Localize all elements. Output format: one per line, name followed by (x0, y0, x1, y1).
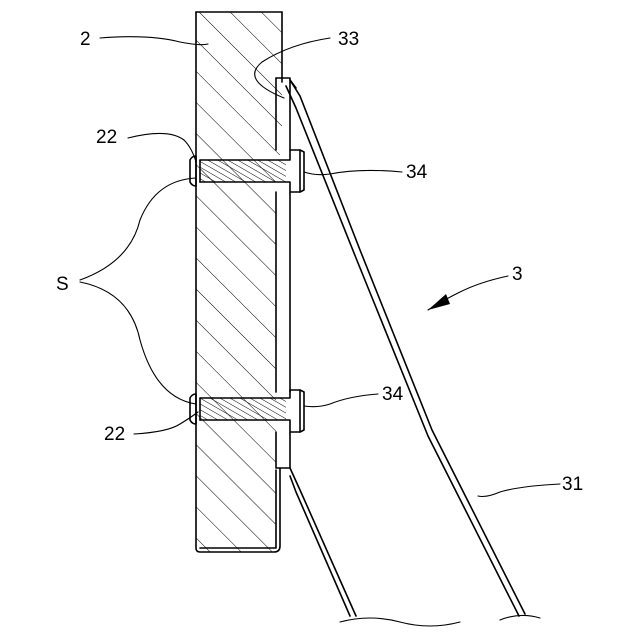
label-hole-bottom: 22 (104, 424, 125, 445)
label-hole-top: 22 (96, 127, 117, 148)
label-plate: 31 (562, 474, 583, 495)
inclined-plate (286, 80, 525, 616)
label-bracket: 3 (512, 264, 523, 285)
wall-member (196, 12, 282, 552)
label-flange-top: 33 (338, 29, 359, 50)
leader-bolt-bottom (304, 394, 378, 407)
leader-bolt-top (304, 170, 402, 174)
leader-sealant-top (80, 178, 196, 280)
leader-hole-bottom (134, 412, 198, 434)
label-bolt-bottom: 34 (382, 384, 404, 405)
leader-plate (478, 484, 560, 497)
label-bolt-top: 34 (406, 162, 428, 183)
break-lines (340, 615, 540, 626)
leader-wall (100, 37, 208, 45)
bracket-arrow (428, 276, 508, 310)
leader-lines (80, 37, 560, 497)
leader-hole-top (128, 133, 196, 162)
label-sealant: S (56, 274, 69, 295)
label-wall: 2 (80, 29, 91, 50)
leader-sealant-bottom (80, 282, 196, 404)
